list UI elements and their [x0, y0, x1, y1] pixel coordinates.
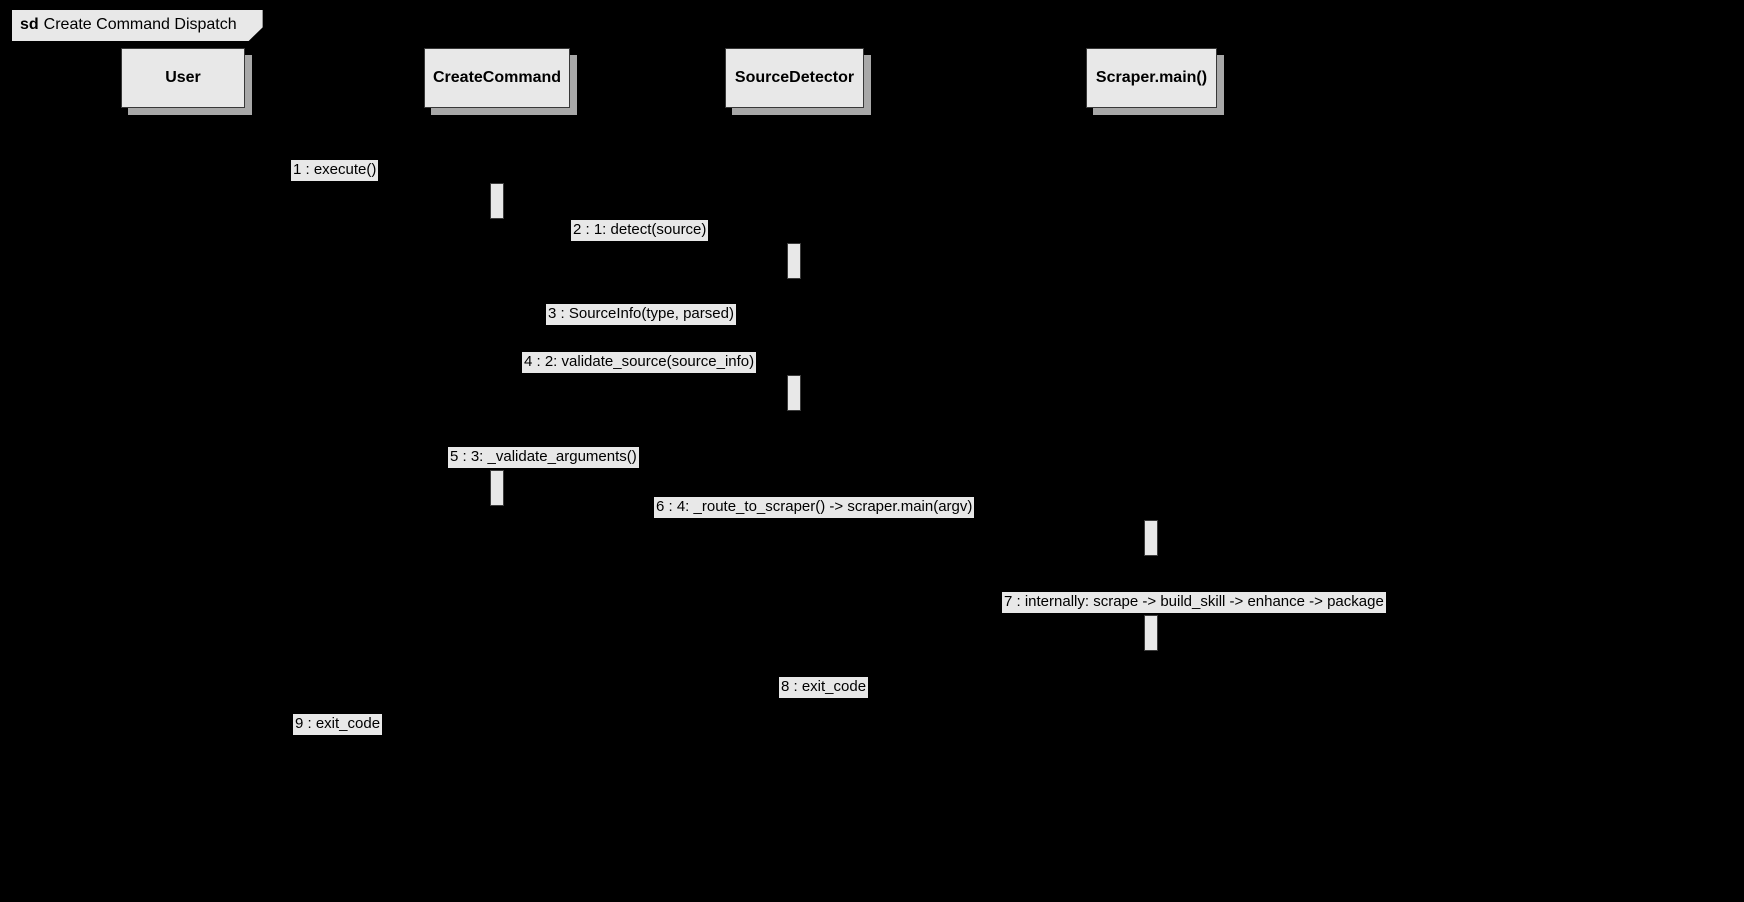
participant-box[interactable]: SourceDetector — [725, 48, 864, 108]
activation-sourcedetector-1 — [787, 243, 801, 279]
message-label-8: 8 : exit_code — [779, 677, 869, 698]
participant-scraper[interactable]: Scraper.main() — [1086, 48, 1224, 115]
message-arrow-3 — [497, 327, 794, 328]
message-label-7: 7 : internally: scrape -> build_skill ->… — [1002, 592, 1386, 613]
message-label-3: 3 : SourceInfo(type, parsed) — [546, 304, 736, 325]
message-arrow-6 — [504, 520, 1151, 521]
participant-sourcedetector[interactable]: SourceDetector — [725, 48, 871, 115]
lifeline-user — [183, 105, 184, 890]
participant-box[interactable]: Scraper.main() — [1086, 48, 1217, 108]
message-label-2: 2 : 1: detect(source) — [571, 220, 709, 241]
message-arrowhead-3 — [497, 322, 506, 332]
lifeline-scraper — [1151, 105, 1152, 890]
activation-createcommand-1 — [490, 183, 504, 219]
message-label-1: 1 : execute() — [291, 160, 379, 181]
participant-label: User — [165, 69, 201, 86]
message-arrow-2 — [504, 243, 794, 244]
participant-box[interactable]: CreateCommand — [424, 48, 570, 108]
activation-sourcedetector-2 — [787, 375, 801, 411]
participant-createcommand[interactable]: CreateCommand — [424, 48, 577, 115]
message-arrowhead-8 — [497, 695, 506, 705]
message-label-4: 4 : 2: validate_source(source_info) — [522, 352, 757, 373]
message-arrow-8 — [497, 700, 1151, 701]
activation-scraper-1 — [1144, 520, 1158, 556]
message-arrowhead-9 — [183, 732, 192, 742]
message-arrow-4 — [504, 375, 794, 376]
message-label-5: 5 : 3: _validate_arguments() — [448, 447, 639, 468]
participant-label: SourceDetector — [734, 69, 855, 86]
message-arrow-9 — [183, 737, 497, 738]
frame-keyword: sd — [20, 16, 39, 33]
participant-label: Scraper.main() — [1095, 69, 1208, 86]
participant-label: CreateCommand — [432, 69, 562, 86]
participant-user[interactable]: User — [121, 48, 252, 115]
message-arrow-5 — [497, 470, 617, 471]
message-arrow-1 — [183, 183, 497, 184]
message-label-9: 9 : exit_code — [293, 714, 383, 735]
frame-title: Create Command Dispatch — [43, 16, 237, 33]
activation-createcommand-2 — [490, 470, 504, 506]
activation-scraper-2 — [1144, 615, 1158, 651]
message-label-6: 6 : 4: _route_to_scraper() -> scraper.ma… — [654, 497, 975, 518]
participant-box[interactable]: User — [121, 48, 245, 108]
message-arrow-7 — [1151, 615, 1271, 616]
